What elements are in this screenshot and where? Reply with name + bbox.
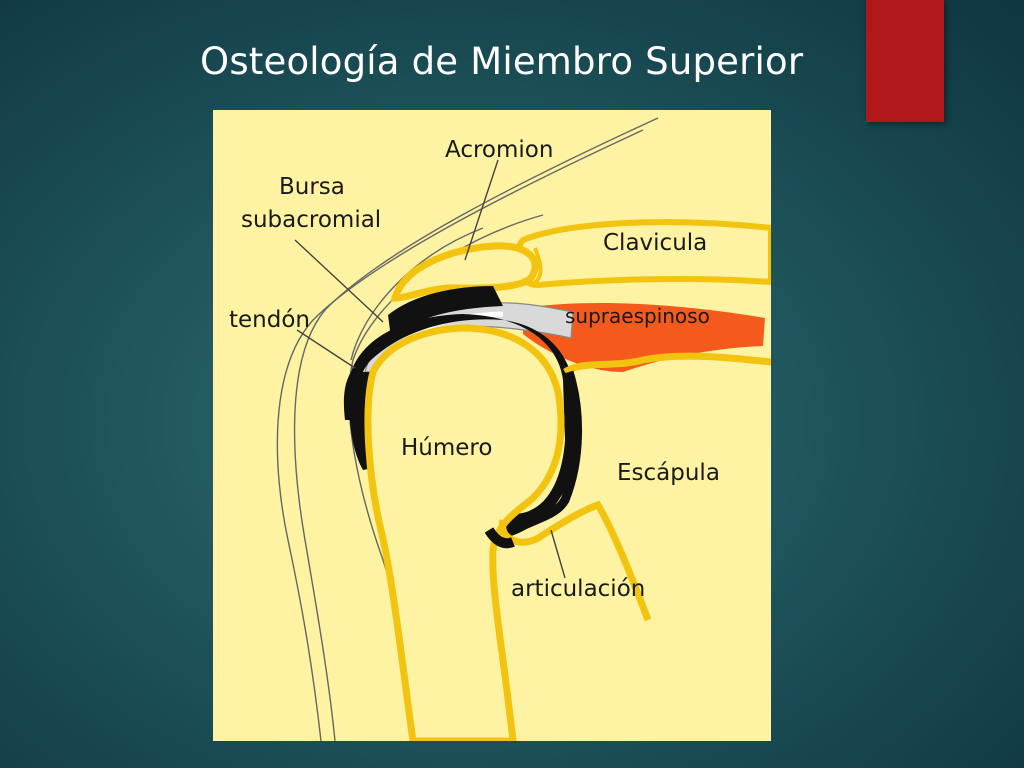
humerus-bone [364,324,565,741]
accent-bar [866,0,944,122]
slide-title: Osteología de Miembro Superior [200,40,804,83]
label-escapula: Escápula [617,460,720,486]
subacromial-bursa [388,286,503,338]
label-supraespinoso: supraespinoso [565,304,710,328]
label-articulacion: articulación [511,576,645,602]
shoulder-diagram: Acromion Bursa subacromial Clavicula ten… [213,110,771,741]
label-acromion: Acromion [445,137,553,163]
leader-lines [294,159,566,579]
acromion-bone [390,242,539,302]
supraspinatus-muscle [523,303,765,372]
label-bursa-line1: Bursa [279,174,345,200]
scapula-bone [484,352,771,622]
label-tendon: tendón [229,307,310,333]
label-clavicula: Clavicula [603,230,707,256]
label-bursa-line2: subacromial [241,207,381,233]
shoulder-diagram-svg: Acromion Bursa subacromial Clavicula ten… [229,117,771,741]
label-humero: Húmero [401,435,492,461]
